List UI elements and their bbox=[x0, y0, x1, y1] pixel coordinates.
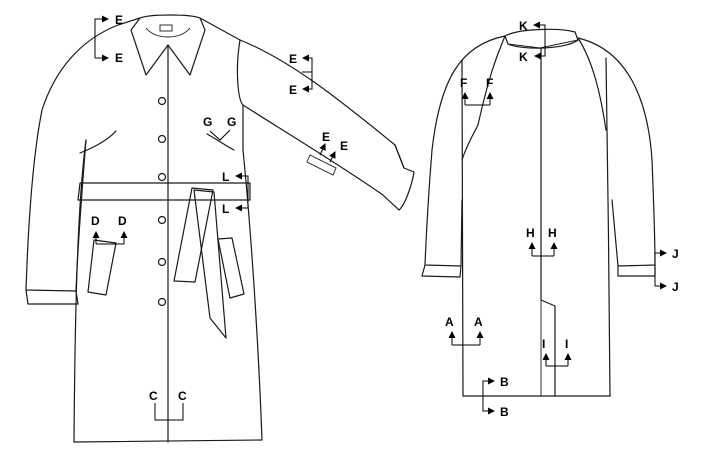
label-a: A bbox=[445, 315, 454, 329]
arrow-e-collar bbox=[94, 15, 109, 58]
label-j: J bbox=[672, 247, 679, 261]
button bbox=[157, 134, 167, 144]
arrow-e-cuff bbox=[329, 151, 336, 163]
label-e: E bbox=[115, 13, 123, 27]
arrow-j bbox=[654, 268, 667, 290]
label-i: I bbox=[565, 337, 568, 351]
label-a: A bbox=[474, 315, 483, 329]
front-right-sleeve-top bbox=[239, 39, 405, 169]
back-left-cuff bbox=[421, 264, 462, 278]
label-f: F bbox=[486, 76, 493, 90]
label-d: D bbox=[118, 214, 127, 228]
back-right-armhole bbox=[577, 37, 607, 131]
front-collar bbox=[130, 14, 206, 76]
label-b: B bbox=[500, 375, 509, 389]
belt bbox=[77, 182, 251, 201]
front-right-welt-line bbox=[206, 133, 235, 151]
back-left-armhole bbox=[461, 35, 506, 161]
label-i: I bbox=[542, 337, 545, 351]
front-right-pocket bbox=[217, 237, 245, 299]
belt-tie-left bbox=[173, 187, 214, 283]
label-f: F bbox=[460, 76, 467, 90]
label-k: K bbox=[519, 50, 528, 64]
label-k: K bbox=[519, 19, 528, 33]
front-left-sleeve bbox=[25, 24, 119, 292]
label-l: L bbox=[222, 202, 229, 216]
measurement-arrows bbox=[92, 15, 667, 421]
back-view bbox=[421, 28, 656, 397]
belt-tie-right bbox=[193, 189, 227, 339]
label-h: H bbox=[526, 226, 535, 240]
label-c: C bbox=[178, 389, 187, 403]
label-g: G bbox=[227, 115, 236, 129]
button bbox=[157, 257, 167, 267]
front-left-cuff bbox=[25, 289, 79, 305]
label-e: E bbox=[340, 139, 348, 153]
label-e: E bbox=[289, 83, 297, 97]
back-collar-inner bbox=[507, 39, 579, 49]
button bbox=[157, 96, 167, 106]
label-l: L bbox=[222, 170, 229, 184]
front-right-side-seam bbox=[242, 149, 263, 441]
hanger-loop bbox=[159, 24, 173, 32]
arrow-b bbox=[482, 377, 495, 396]
back-right-cuff bbox=[617, 264, 656, 277]
arrow-e-sleeve bbox=[302, 54, 313, 73]
label-e: E bbox=[322, 130, 330, 144]
button bbox=[157, 215, 167, 225]
label-e: E bbox=[289, 52, 297, 66]
collar-stand-line bbox=[145, 27, 191, 38]
label-c: C bbox=[149, 389, 158, 403]
back-right-side-seam bbox=[605, 57, 611, 397]
measurement-labels: E E E E E E G G L L D D C C K K F F H H … bbox=[91, 13, 679, 419]
front-right-armhole bbox=[236, 39, 244, 151]
button bbox=[157, 297, 167, 307]
center-back-seam bbox=[540, 47, 556, 397]
label-j: J bbox=[672, 280, 679, 294]
label-g: G bbox=[203, 115, 212, 129]
front-sleeve-tab bbox=[306, 154, 337, 176]
arrow-k bbox=[534, 25, 546, 60]
back-left-sleeve bbox=[424, 35, 506, 267]
arrow-j bbox=[654, 249, 667, 268]
arrow-k bbox=[533, 21, 546, 29]
front-left-welt-line bbox=[79, 130, 117, 154]
button bbox=[157, 172, 167, 182]
label-e: E bbox=[115, 51, 123, 65]
label-h: H bbox=[548, 226, 557, 240]
front-buttons bbox=[157, 96, 167, 307]
front-left-pocket bbox=[87, 239, 117, 296]
label-b: B bbox=[500, 405, 509, 419]
arrow-l bbox=[235, 184, 249, 212]
arrow-e-sleeve bbox=[302, 72, 313, 93]
arrow-c bbox=[154, 403, 184, 421]
front-left-shoulder bbox=[117, 17, 141, 26]
arrow-g bbox=[209, 129, 231, 141]
front-view bbox=[25, 14, 415, 443]
back-right-sleeve bbox=[577, 37, 656, 267]
front-right-shoulder bbox=[199, 17, 241, 41]
arrow-e-cuff bbox=[319, 143, 326, 156]
front-right-cuff bbox=[382, 144, 415, 211]
label-d: D bbox=[91, 214, 100, 228]
arrow-b bbox=[482, 396, 495, 415]
arrow-l bbox=[235, 172, 249, 184]
front-right-sleeve-bottom bbox=[242, 104, 384, 196]
